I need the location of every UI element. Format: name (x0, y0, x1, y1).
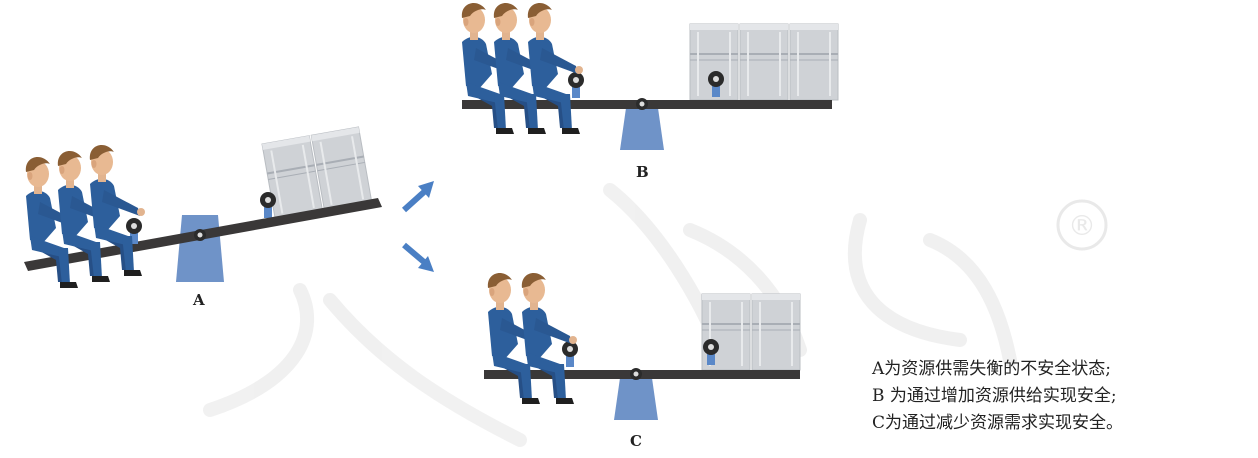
panel-label-c: C (630, 432, 642, 450)
panel-label-a: A (193, 291, 205, 309)
fulcrum-a (176, 215, 224, 282)
seesaw-c (484, 273, 801, 420)
svg-text:®: ® (1068, 209, 1096, 242)
seesaw-b (461, 3, 839, 150)
fulcrum-c (614, 378, 658, 420)
arrow-up (401, 181, 434, 213)
legend: A为资源供需失衡的不安全状态; B 为通过增加资源供给实现安全; C为通过减少资… (872, 356, 1123, 437)
legend-line-c: C为通过减少资源需求实现安全。 (872, 413, 1124, 433)
beam-c (484, 370, 800, 379)
registered-mark: ® (1056, 199, 1108, 251)
legend-line-b: B 为通过增加资源供给实现安全; (872, 386, 1117, 406)
watermark-logo (203, 183, 1017, 447)
arrow-down (402, 242, 434, 272)
panel-label-b: B (636, 163, 649, 181)
fulcrum-b (620, 108, 664, 150)
legend-line-a: A为资源供需失衡的不安全状态; (872, 359, 1112, 379)
seesaw-a (24, 125, 382, 288)
